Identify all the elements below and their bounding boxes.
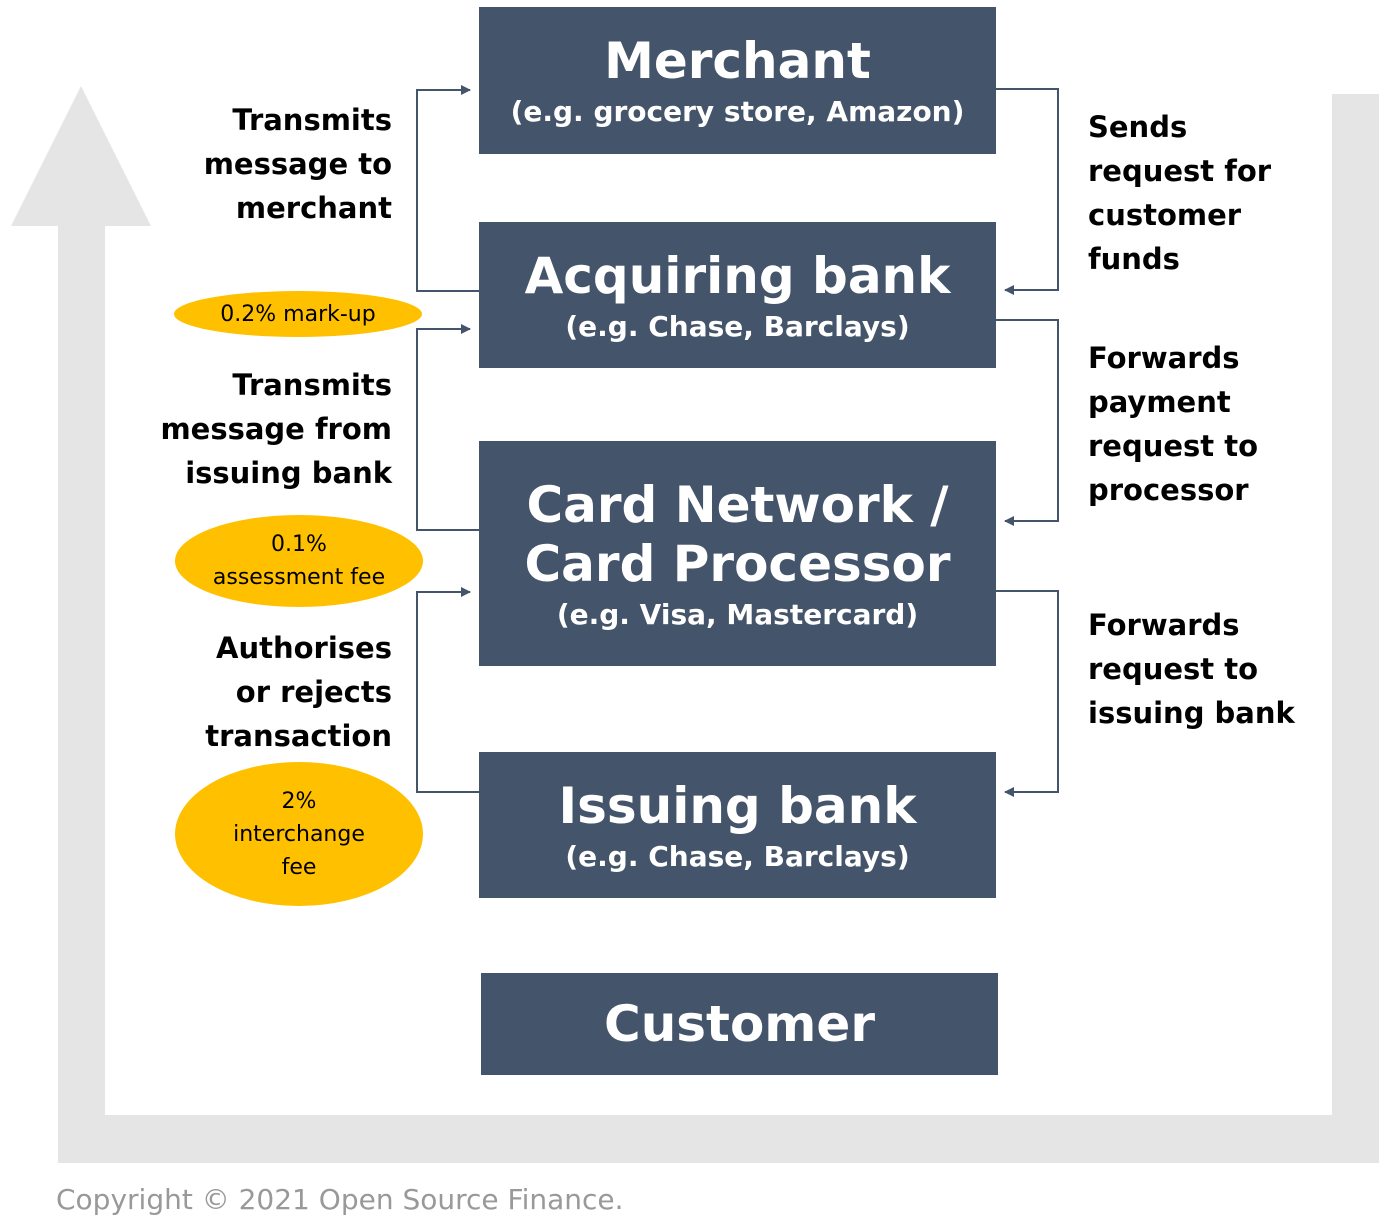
- merchant-box: Merchant (e.g. grocery store, Amazon): [479, 7, 996, 154]
- arrow-network-to-issuing: [996, 590, 1059, 797]
- label-authorises: Authorises or rejects transaction: [205, 631, 392, 753]
- customer-box: Customer: [481, 973, 998, 1075]
- arrow-acquiring-to-network: [996, 319, 1059, 526]
- arrow-acquiring-to-merchant: [416, 85, 479, 292]
- acquiring-bank-box: Acquiring bank (e.g. Chase, Barclays): [479, 222, 996, 368]
- label-forwards-payment: Forwards payment request to processor: [1088, 341, 1259, 507]
- arrow-network-to-acquiring: [416, 324, 479, 531]
- label-sends-request: Sends request for customer funds: [1088, 110, 1272, 276]
- fee-markup-badge: 0.2% mark-up: [174, 291, 422, 337]
- fee-interchange-badge: 2% interchange fee: [175, 762, 423, 906]
- arrow-issuing-to-network: [416, 587, 479, 793]
- card-network-title: Card Network / Card Processor: [524, 475, 951, 593]
- arrow-merchant-to-acquiring: [996, 88, 1059, 295]
- acquiring-bank-title: Acquiring bank: [524, 246, 951, 305]
- issuing-bank-title: Issuing bank: [558, 776, 917, 835]
- label-forwards-request: Forwards request to issuing bank: [1088, 608, 1295, 730]
- merchant-title: Merchant: [604, 32, 871, 91]
- copyright-text: Copyright © 2021 Open Source Finance.: [56, 1183, 624, 1216]
- card-network-subtitle: (e.g. Visa, Mastercard): [556, 597, 919, 631]
- merchant-subtitle: (e.g. grocery store, Amazon): [510, 95, 965, 129]
- acquiring-bank-subtitle: (e.g. Chase, Barclays): [565, 309, 910, 343]
- label-transmits-from-issuing: Transmits message from issuing bank: [160, 368, 392, 490]
- customer-title: Customer: [604, 994, 875, 1053]
- card-network-box: Card Network / Card Processor (e.g. Visa…: [479, 441, 996, 666]
- issuing-bank-subtitle: (e.g. Chase, Barclays): [565, 839, 910, 873]
- issuing-bank-box: Issuing bank (e.g. Chase, Barclays): [479, 752, 996, 898]
- fee-assessment-badge: 0.1% assessment fee: [175, 515, 423, 607]
- label-transmits-to-merchant: Transmits message to merchant: [203, 103, 392, 225]
